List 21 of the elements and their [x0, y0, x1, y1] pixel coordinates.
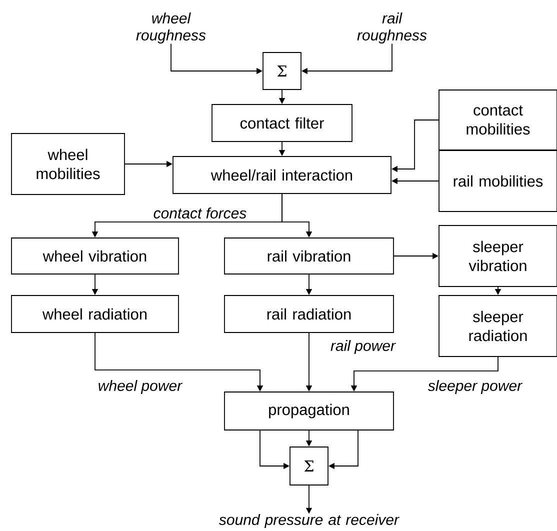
process-box: contact mobilities — [438, 90, 557, 150]
process-box: wheel/rail interaction — [172, 156, 392, 194]
process-box: rail radiation — [224, 295, 394, 333]
edge-label: sleeper power — [426, 379, 524, 395]
process-box: wheel mobilities — [11, 133, 125, 195]
process-box: rail mobilities — [438, 150, 557, 212]
summing-junction: Σ — [262, 52, 302, 90]
process-box: propagation — [224, 392, 394, 430]
process-box: wheel vibration — [11, 238, 179, 274]
signal-label: rail roughness — [357, 12, 427, 44]
edge-label: contact forces — [152, 206, 248, 220]
signal-label: wheel roughness — [136, 12, 206, 44]
process-box: sleeper radiation — [438, 295, 557, 357]
summing-junction: Σ — [290, 446, 328, 486]
process-box: contact filter — [212, 104, 352, 142]
signal-label: sound pressure at receiver — [219, 514, 400, 528]
process-box: sleeper vibration — [438, 225, 557, 287]
edge-label: wheel power — [96, 379, 184, 395]
edge-label: rail power — [330, 339, 397, 355]
process-box: wheel radiation — [11, 295, 179, 333]
process-box: rail vibration — [224, 238, 394, 274]
